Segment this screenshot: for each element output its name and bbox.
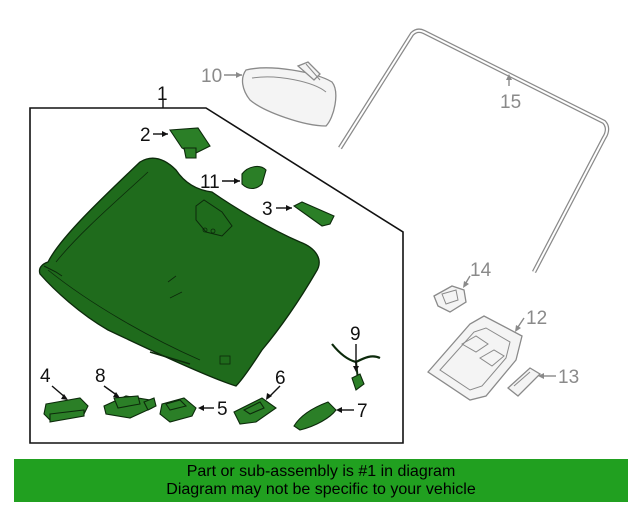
part-2-bracket[interactable] (169, 127, 211, 159)
callout-15-arrow (506, 74, 512, 80)
callout-8-arrow (113, 392, 120, 398)
callout-2-arrow (162, 131, 168, 137)
callout-11-arrow (234, 178, 240, 184)
callout-8: 8 (95, 366, 106, 387)
callout-14: 14 (470, 260, 492, 281)
callout-7-arrow (336, 407, 342, 413)
callout-3: 3 (262, 199, 273, 220)
part-13-cover[interactable] (506, 367, 542, 397)
part-7-cover[interactable] (293, 401, 337, 431)
callout-4-arrow (61, 394, 68, 400)
footer-line-1: Part or sub-assembly is #1 in diagram (186, 462, 456, 480)
part-5-clip[interactable] (159, 397, 197, 423)
part-10-mirror[interactable] (241, 61, 337, 127)
callout-5-arrow (198, 405, 204, 411)
callout-12: 12 (526, 308, 547, 329)
windshield[interactable] (38, 157, 320, 387)
part-4-pad[interactable] (43, 397, 89, 423)
callout-7: 7 (357, 401, 368, 422)
callout-1: 1 (157, 84, 168, 105)
callout-5: 5 (217, 399, 228, 420)
part-15-molding[interactable] (338, 28, 610, 274)
footer-banner: Part or sub-assembly is #1 in diagram Di… (14, 459, 628, 502)
callout-3-arrow (286, 205, 292, 211)
callout-11: 11 (200, 172, 220, 193)
footer-line-2: Diagram may not be specific to your vehi… (166, 480, 476, 498)
callout-14-arrow (463, 281, 469, 288)
callout-15: 15 (500, 92, 521, 113)
callout-13-arrow (538, 373, 544, 379)
callout-13: 13 (558, 367, 579, 388)
assembly-outline (29, 107, 404, 444)
callout-10: 10 (201, 66, 222, 87)
callout-6: 6 (275, 368, 286, 389)
callout-12-arrow (515, 325, 521, 332)
part-12-console[interactable] (427, 315, 523, 401)
callout-4: 4 (40, 366, 51, 387)
callout-6-arrow (266, 393, 272, 400)
part-8-sensor[interactable] (103, 395, 157, 419)
part-3-strip[interactable] (292, 201, 335, 227)
part-14-bracket[interactable] (433, 285, 467, 313)
callout-2: 2 (140, 125, 151, 146)
part-11-cover[interactable] (241, 165, 267, 190)
part-6-clip[interactable] (233, 397, 277, 425)
callout-9: 9 (350, 324, 361, 345)
callout-10-arrow (236, 72, 242, 78)
callout-9-arrow (353, 366, 359, 372)
